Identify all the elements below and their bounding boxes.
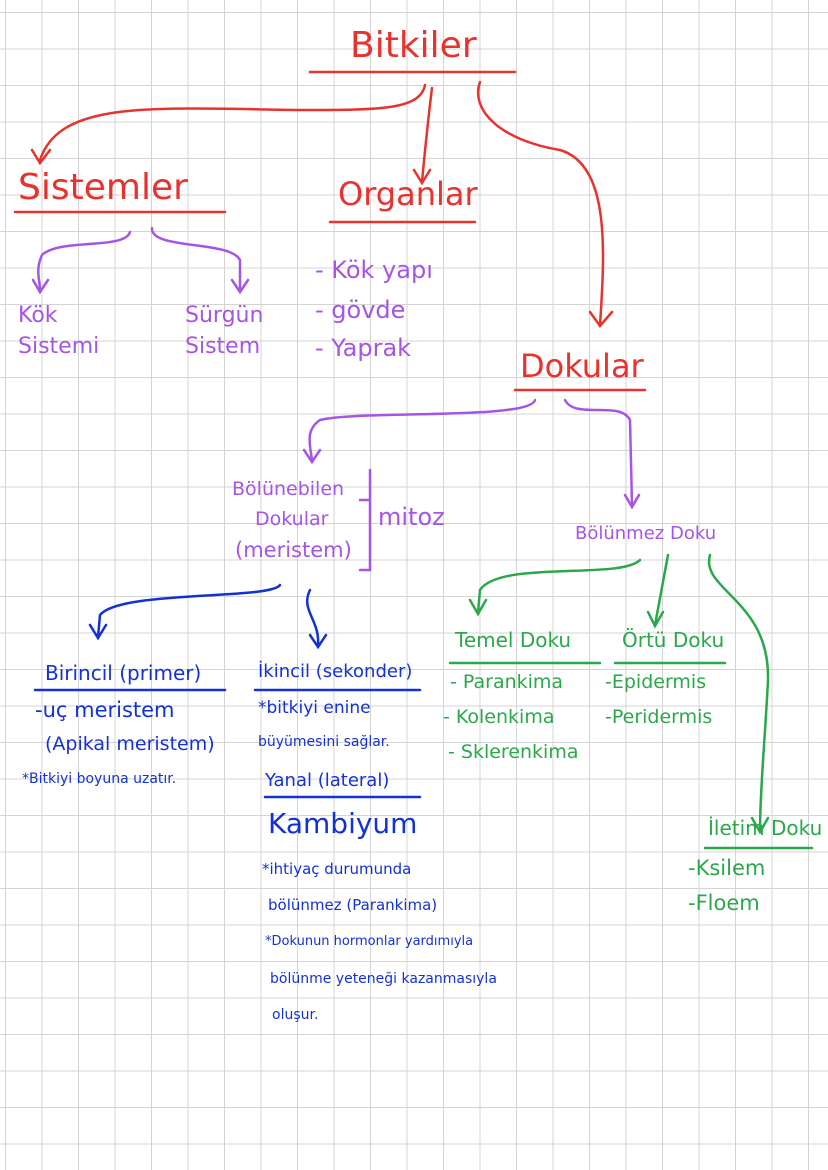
bolunebilen-line3: (meristem) <box>235 538 352 562</box>
bolunmez-doku-label: Bölünmez Doku <box>575 523 717 544</box>
iletim-item: -Floem <box>688 891 760 915</box>
kambiyum-label: Kambiyum <box>268 807 418 840</box>
kambiyum-note: bölünme yeteneği kazanmasıyla <box>270 971 497 987</box>
organlar-title: Organlar <box>338 175 478 213</box>
iletim-item: -Ksilem <box>688 856 766 880</box>
mitoz-label: mitoz <box>378 503 445 531</box>
kambiyum-note: *Dokunun hormonlar yardımıyla <box>265 934 474 949</box>
temel-item: - Sklerenkima <box>448 741 579 763</box>
organ-item: - Kök yapı <box>315 256 433 284</box>
ikincil-line: büyümesini sağlar. <box>258 734 390 750</box>
temel-doku-title: Temel Doku <box>455 628 572 652</box>
ikincil-title: İkincil (sekonder) <box>258 661 413 682</box>
birincil-line: (Apikal meristem) <box>45 733 215 755</box>
birincil-line: *Bitkiyi boyuna uzatır. <box>22 771 177 787</box>
yanal-label: Yanal (lateral) <box>265 770 390 791</box>
iletim-doku-title: İletim Doku <box>708 816 823 840</box>
birincil-line: -uç meristem <box>35 698 175 722</box>
kok-sistemi-line1: Kök <box>18 303 58 328</box>
temel-item: - Parankima <box>450 671 564 693</box>
organ-item: - gövde <box>315 296 406 324</box>
sistemler-title: Sistemler <box>18 167 188 208</box>
ortu-item: -Epidermis <box>605 671 707 693</box>
ikincil-line: *bitkiyi enine <box>258 698 371 718</box>
surgun-sistem-line1: Sürgün <box>185 303 264 328</box>
temel-item: - Kolenkima <box>443 706 555 728</box>
ortu-item: -Peridermis <box>605 706 713 728</box>
birincil-title: Birincil (primer) <box>45 661 202 685</box>
ortu-doku-title: Örtü Doku <box>622 628 725 652</box>
bolunebilen-line2: Dokular <box>255 508 329 530</box>
dokular-title: Dokular <box>520 347 644 385</box>
kambiyum-note: oluşur. <box>272 1007 319 1023</box>
root-title: Bitkiler <box>350 25 477 66</box>
bolunebilen-line1: Bölünebilen <box>232 478 345 500</box>
kambiyum-note: bölünmez (Parankima) <box>268 896 438 914</box>
organ-item: - Yaprak <box>315 334 412 362</box>
kok-sistemi-line2: Sistemi <box>18 334 100 359</box>
kambiyum-note: *ihtiyaç durumunda <box>262 860 412 878</box>
surgun-sistem-line2: Sistem <box>185 334 261 359</box>
